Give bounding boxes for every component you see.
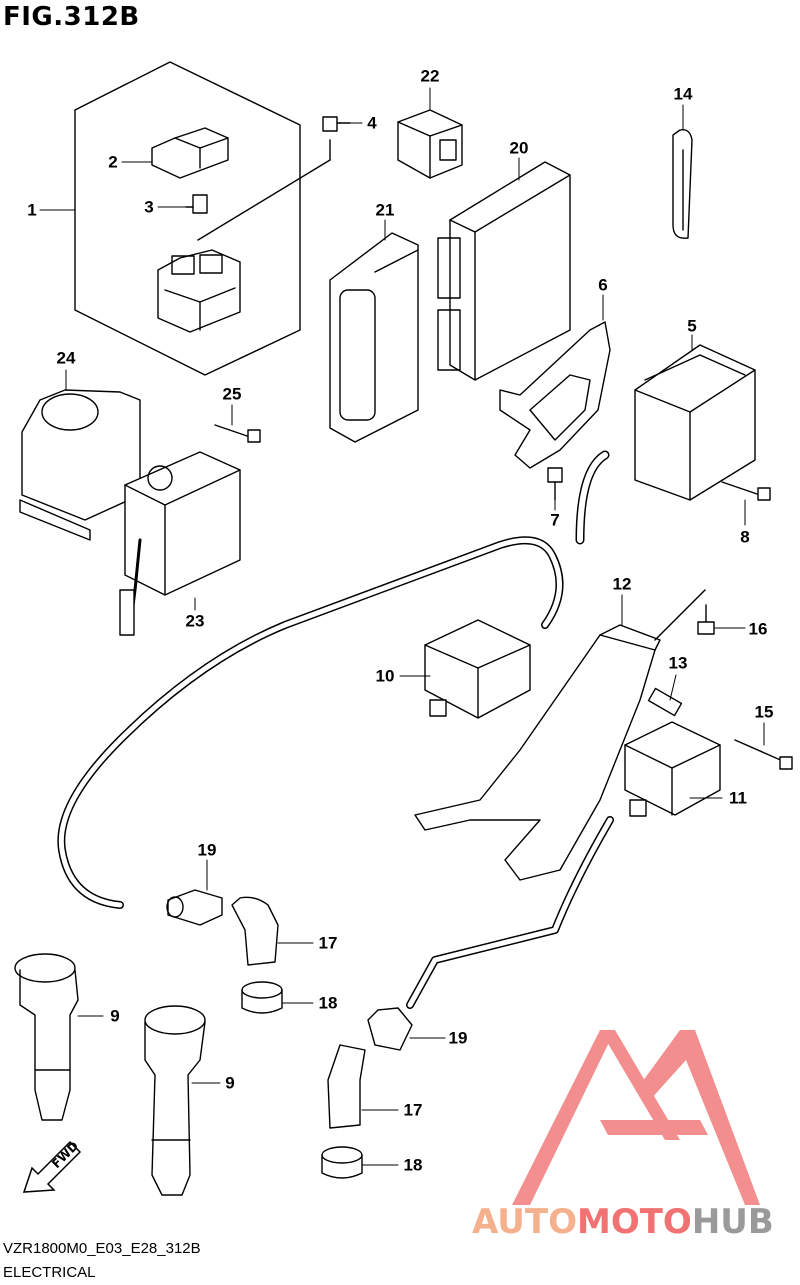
callout-20: 20 bbox=[509, 138, 529, 158]
watermark-logo bbox=[512, 1030, 760, 1205]
callout-8: 8 bbox=[740, 527, 750, 547]
part-13-spacer bbox=[647, 687, 683, 717]
callout-25: 25 bbox=[222, 384, 242, 404]
callout-19-lower: 19 bbox=[448, 1028, 468, 1048]
callout-24: 24 bbox=[56, 348, 76, 368]
part-9-plug-coil-right bbox=[144, 1005, 206, 1196]
part-21-ecm-cover bbox=[329, 232, 419, 443]
watermark-part-auto: AUTO bbox=[472, 1202, 577, 1242]
part-2-relay-cover bbox=[151, 127, 229, 179]
callout-21: 21 bbox=[375, 200, 395, 220]
part-16-bolt bbox=[697, 604, 715, 635]
part-8-bolt bbox=[721, 481, 771, 501]
part-17-plug-cap-upper bbox=[231, 896, 279, 966]
callout-13: 13 bbox=[668, 653, 688, 673]
part-20-ecm bbox=[437, 161, 571, 381]
watermark-text: AUTOMOTOHUB bbox=[472, 1202, 774, 1242]
callout-14: 14 bbox=[673, 84, 693, 104]
section-label: ELECTRICAL bbox=[3, 1264, 96, 1281]
callout-9-right: 9 bbox=[225, 1073, 235, 1093]
callout-22: 22 bbox=[420, 66, 440, 86]
part-17-plug-cap-lower bbox=[327, 1044, 366, 1129]
watermark-part-moto: MOTO bbox=[576, 1202, 692, 1242]
part-12-coil-bracket bbox=[414, 589, 706, 881]
part-9-plug-coil-left bbox=[14, 953, 79, 1121]
part-19-cap-upper bbox=[166, 889, 223, 926]
part-5-regulator bbox=[575, 344, 756, 545]
callout-2: 2 bbox=[108, 152, 118, 172]
callout-16: 16 bbox=[748, 619, 768, 639]
part-3-fuse bbox=[185, 194, 208, 214]
callout-17-lower: 17 bbox=[403, 1100, 423, 1120]
leader-lines bbox=[39, 87, 765, 1166]
model-code: VZR1800M0_E03_E28_312B bbox=[3, 1240, 201, 1257]
part-4-screw bbox=[322, 116, 351, 132]
callout-5: 5 bbox=[687, 316, 697, 336]
callout-7: 7 bbox=[550, 510, 560, 530]
part-10-ignition-coil bbox=[424, 619, 531, 719]
watermark-part-hub: HUB bbox=[691, 1202, 774, 1242]
part-23-sensor bbox=[119, 451, 241, 636]
callout-18-lower: 18 bbox=[403, 1155, 423, 1175]
part-14-band bbox=[672, 129, 693, 239]
callout-17-upper: 17 bbox=[318, 933, 338, 953]
part-11-ignition-coil bbox=[624, 721, 721, 817]
figure-title: FIG.312B bbox=[3, 2, 140, 32]
part-15-bolt bbox=[734, 739, 793, 770]
part-18-seal-lower bbox=[321, 1146, 363, 1179]
callout-10: 10 bbox=[375, 666, 395, 686]
callout-23: 23 bbox=[185, 611, 205, 631]
callout-12: 12 bbox=[612, 574, 632, 594]
callout-19-upper: 19 bbox=[197, 840, 217, 860]
part-25-bolt bbox=[214, 424, 261, 443]
part-24-holder bbox=[19, 389, 141, 541]
callout-4: 4 bbox=[367, 113, 377, 133]
callout-6: 6 bbox=[598, 275, 608, 295]
part-18-seal-upper bbox=[241, 981, 283, 1014]
callout-9-left: 9 bbox=[110, 1006, 120, 1026]
part-7-bolt bbox=[547, 467, 563, 501]
part-19-cap-lower bbox=[367, 1007, 413, 1051]
fwd-arrow-icon: FWD bbox=[18, 1128, 88, 1198]
part-1-starter-relay bbox=[157, 139, 331, 333]
callout-3: 3 bbox=[144, 197, 154, 217]
callout-15: 15 bbox=[754, 702, 774, 722]
callout-18-upper: 18 bbox=[318, 993, 338, 1013]
callout-1: 1 bbox=[27, 200, 37, 220]
part-22-relay bbox=[397, 109, 463, 179]
relay-group-outline bbox=[74, 61, 301, 376]
part-6-bracket bbox=[499, 321, 611, 469]
callout-11: 11 bbox=[729, 788, 747, 808]
